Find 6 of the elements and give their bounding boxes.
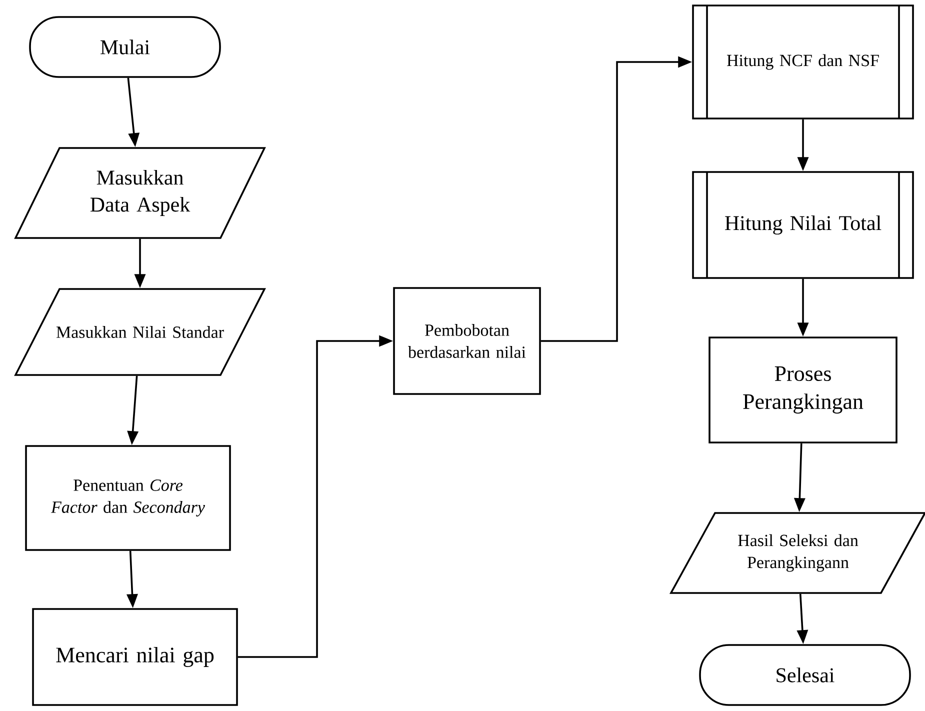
subprocess-box: Hitung NCF dan NSF [692,4,914,120]
process-box: Mencari nilai gap [32,608,238,706]
process-box: Proses Perangkingan [708,336,898,444]
subprocess-box: Hitung Nilai Total [692,171,914,279]
process-box: Penentuan Core Factor dan Secondary [25,445,231,551]
process-box: Pembobotan berdasarkan nilai [393,287,541,395]
